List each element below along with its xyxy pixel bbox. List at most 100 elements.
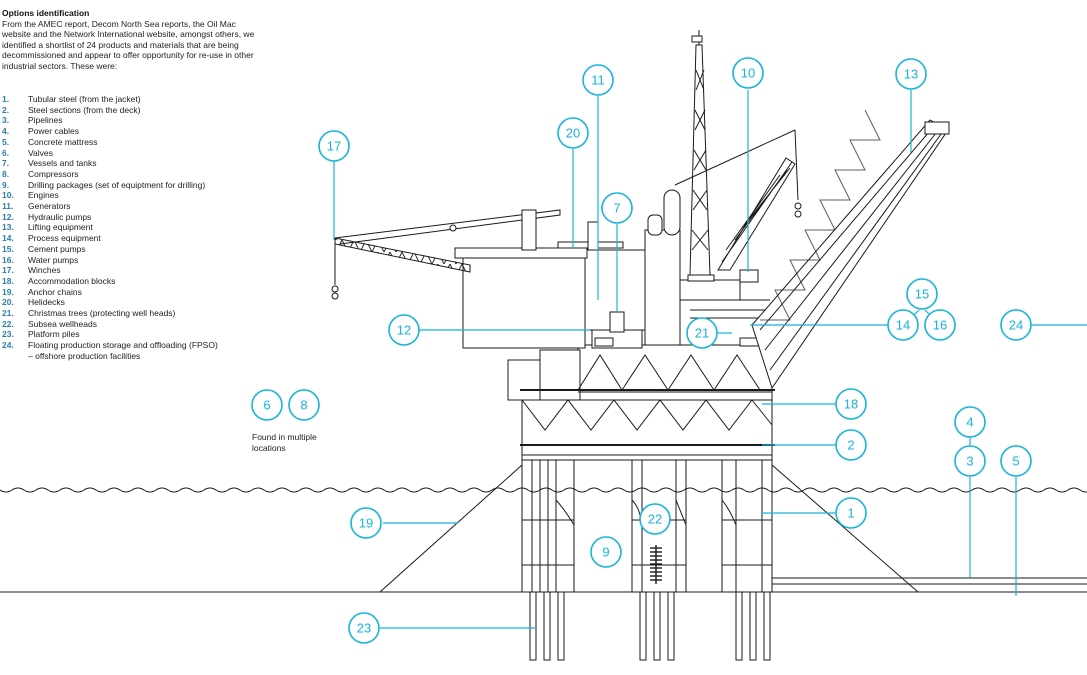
option-number: 10. <box>2 190 14 201</box>
list-item: 24.Floating production storage and offlo… <box>2 340 264 361</box>
svg-text:11: 11 <box>591 73 605 88</box>
svg-text:5: 5 <box>1012 454 1019 469</box>
list-item: 21.Christmas trees (protecting well head… <box>2 308 264 319</box>
svg-text:12: 12 <box>397 323 411 338</box>
callout-11: 11 <box>582 64 614 96</box>
option-number: 23. <box>2 329 14 340</box>
left-winch-crane <box>331 209 561 300</box>
option-number: 3. <box>2 115 10 126</box>
option-number: 12. <box>2 211 14 222</box>
intro-body: From the AMEC report, Decom North Sea re… <box>2 18 255 71</box>
callout-2: 2 <box>835 429 867 461</box>
option-label: Winches <box>28 265 61 276</box>
option-number: 2. <box>2 104 10 115</box>
list-item: 1.Tubular steel (from the jacket) <box>2 94 264 105</box>
lower-deck-modules <box>507 344 775 461</box>
callout-13: 13 <box>895 58 927 90</box>
svg-text:15: 15 <box>915 287 929 302</box>
options-list: 1.Tubular steel (from the jacket)2. Steel… <box>2 94 264 362</box>
platform-piles <box>529 592 771 661</box>
option-number: 20. <box>2 297 14 308</box>
option-label: Valves <box>28 147 53 158</box>
option-label: Helidecks <box>28 297 65 308</box>
intro-block: Options identification From the AMEC rep… <box>2 8 264 72</box>
callout-18: 18 <box>835 388 867 420</box>
callout-20: 20 <box>557 117 589 149</box>
option-label: Concrete mattress <box>28 136 98 147</box>
option-number: 9. <box>2 179 10 190</box>
callout-17: 17 <box>318 130 350 162</box>
option-number: 18. <box>2 275 14 286</box>
list-item: 6. Valves <box>2 148 264 159</box>
callout-8: 8 <box>288 389 320 421</box>
option-label: Hydraulic pumps <box>28 211 92 222</box>
option-number: 5. <box>2 136 10 147</box>
callout-3: 3 <box>954 445 986 477</box>
svg-text:22: 22 <box>648 512 662 527</box>
process-vessels <box>587 189 681 251</box>
option-number: 16. <box>2 254 14 265</box>
lifting-crane-boom <box>751 109 950 390</box>
option-label: Water pumps <box>28 254 79 265</box>
list-item: 20. Helidecks <box>2 297 264 308</box>
option-label: Pipelines <box>28 115 63 126</box>
list-item: 22.Subsea wellheads <box>2 319 264 330</box>
svg-text:19: 19 <box>359 516 373 531</box>
callout-9: 9 <box>590 536 622 568</box>
list-item: 4.Power cables <box>2 126 264 137</box>
list-item: 16. Water pumps <box>2 255 264 266</box>
callout-1: 1 <box>835 497 867 529</box>
option-label: Platform piles <box>28 329 80 340</box>
list-item: 23. Platform piles <box>2 329 264 340</box>
option-label: Anchor chains <box>28 286 82 297</box>
list-item: 14.Process equipment <box>2 233 264 244</box>
option-number: 19. <box>2 286 14 297</box>
svg-text:1: 1 <box>847 506 854 521</box>
option-label: Power cables <box>28 126 80 137</box>
option-number: 13. <box>2 222 14 233</box>
svg-text:6: 6 <box>263 398 270 413</box>
option-label: Steel sections (from the deck) <box>28 104 141 115</box>
right-pedestal-crane <box>674 129 802 271</box>
callout-15: 15 <box>906 278 938 310</box>
list-item: 9. Drilling packages (set of equiptment f… <box>2 180 264 191</box>
list-item: 11. Generators <box>2 201 264 212</box>
option-label: Drilling packages (set of equiptment for… <box>28 179 206 190</box>
list-item: 15.Cement pumps <box>2 244 264 255</box>
svg-text:14: 14 <box>896 318 910 333</box>
option-number: 8. <box>2 168 10 179</box>
option-number: 6. <box>2 147 10 158</box>
callout-14: 14 <box>887 309 919 341</box>
upper-deck <box>454 229 770 349</box>
callout-5: 5 <box>1000 445 1032 477</box>
option-label: Generators <box>28 201 71 212</box>
option-label: Accommodation blocks <box>28 275 116 286</box>
option-number: 15. <box>2 243 14 254</box>
callout-21: 21 <box>686 317 718 349</box>
option-number: 7. <box>2 158 10 169</box>
option-label: Christmas trees (protecting well heads) <box>28 308 176 319</box>
option-number: 22. <box>2 318 14 329</box>
drilling-derrick <box>687 30 715 282</box>
svg-text:4: 4 <box>966 415 973 430</box>
callout-markers: 1 2 3 4 5 6 7 8 9 10 11 12 13 14 15 16 1… <box>251 57 1032 644</box>
svg-text:2: 2 <box>847 438 854 453</box>
callout-4: 4 <box>954 406 986 438</box>
callout-leaders <box>333 90 1087 629</box>
callout-16: 16 <box>924 309 956 341</box>
subsea-wellhead-stack <box>650 545 662 584</box>
option-number: 24. <box>2 340 14 351</box>
svg-text:21: 21 <box>695 326 709 341</box>
option-number: 11. <box>2 201 14 212</box>
list-item: 3. Pipelines <box>2 115 264 126</box>
svg-text:13: 13 <box>904 67 918 82</box>
intro-title: Options identification <box>2 8 90 18</box>
callout-6: 6 <box>251 389 283 421</box>
list-item: 2. Steel sections (from the deck) <box>2 105 264 116</box>
svg-text:17: 17 <box>327 139 341 154</box>
option-label: Tubular steel (from the jacket) <box>28 94 141 104</box>
option-label: Process equipment <box>28 233 101 244</box>
svg-text:7: 7 <box>613 201 620 216</box>
